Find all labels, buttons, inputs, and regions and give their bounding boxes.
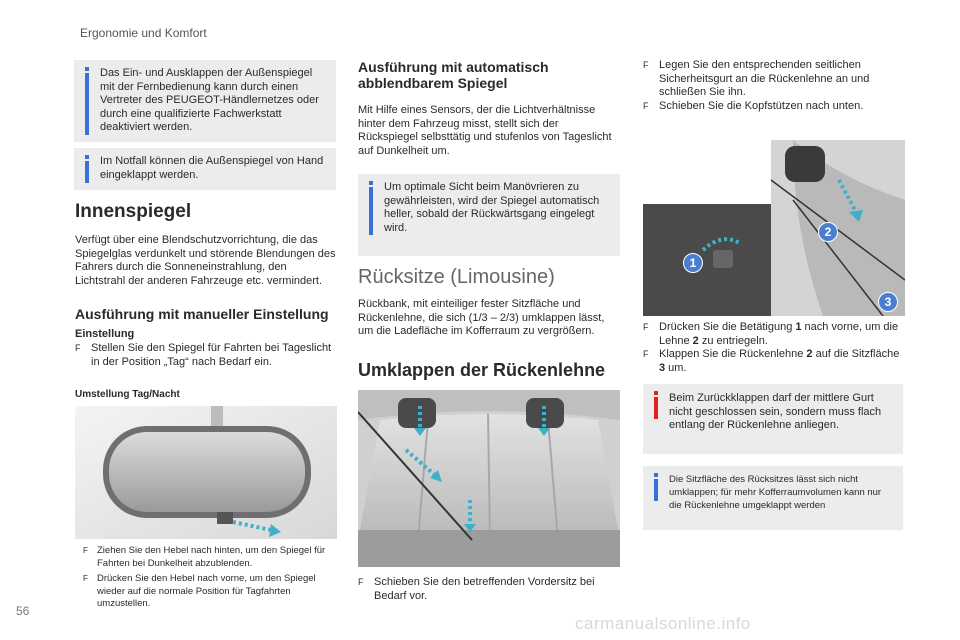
rear-seat-text: Rückbank, mit einteiliger fester Sitzflä… (358, 298, 605, 337)
daynight-label: Umstellung Tag/Nacht (75, 389, 180, 400)
step-night: F Ziehen Sie den Hebel nach hinten, um d… (83, 545, 337, 570)
step-headrest: F Schieben Sie die Kopfstützen nach unte… (643, 100, 905, 114)
step-text: Klappen Sie die Rückenlehne 2 auf die Si… (659, 348, 900, 374)
info-icon (84, 67, 91, 135)
bullet-icon: F (643, 349, 649, 359)
info-icon (368, 181, 375, 235)
warning-box-belt: Beim Zurückklappen darf der mittlere Gur… (643, 384, 903, 454)
info-text: Das Ein- und Ausklappen der Außenspiegel… (100, 67, 319, 133)
bullet-icon: F (358, 577, 364, 587)
callout-2: 2 (818, 222, 838, 242)
step-front-seat: F Schieben Sie den betreffenden Vordersi… (358, 576, 620, 603)
auto-mirror-title: Ausführung mit automatisch abblendbarem … (358, 59, 549, 91)
auto-mirror-text: Mit Hilfe eines Sensors, der die Lichtve… (358, 104, 612, 157)
step-press-control: F Drücken Sie die Betätigung 1 nach vorn… (643, 321, 905, 348)
step-day: F Drücken Sie den Hebel nach vorne, um d… (83, 573, 337, 611)
rear-seat-illustration (358, 390, 620, 567)
callout-3: 3 (878, 292, 898, 312)
step-text: Schieben Sie die Kopfstützen nach unten. (659, 100, 864, 112)
bullet-icon: F (75, 343, 81, 353)
bullet-icon: F (643, 60, 649, 70)
callout-1: 1 (683, 253, 703, 273)
step-text: Schieben Sie den betreffenden Vordersitz… (374, 576, 595, 602)
step-text: Drücken Sie die Betätigung 1 nach vorne,… (659, 321, 899, 347)
info-text: Die Sitzfläche des Rücksitzes lässt sich… (669, 474, 882, 511)
step-text: Drücken Sie den Hebel nach vorne, um den… (97, 573, 316, 609)
info-box-remote-fold: Das Ein- und Ausklappen der Außenspiegel… (74, 60, 336, 142)
bullet-icon: F (643, 322, 649, 332)
bullet-icon: F (643, 101, 649, 111)
info-text: Um optimale Sicht beim Manövrieren zu ge… (384, 181, 600, 234)
warning-text: Beim Zurückklappen darf der mittlere Gur… (669, 392, 882, 431)
info-box-reverse: Um optimale Sicht beim Manövrieren zu ge… (358, 174, 620, 256)
backrest-release-illustration (643, 140, 905, 316)
manual-title: Ausführung mit manueller Einstellung (75, 306, 329, 322)
step-text: Legen Sie den entsprechenden seitlichen … (659, 59, 870, 98)
info-box-manual-fold: Im Notfall können die Außenspiegel von H… (74, 148, 336, 190)
section-title-innenspiegel: Innenspiegel (75, 201, 192, 222)
bullet-icon: F (83, 546, 88, 555)
mirror-illustration (75, 406, 337, 539)
info-box-seat-cushion: Die Sitzfläche des Rücksitzes lässt sich… (643, 466, 903, 530)
step-text: Ziehen Sie den Hebel nach hinten, um den… (97, 545, 326, 569)
bullet-icon: F (83, 574, 88, 583)
innenspiegel-intro: Verfügt über eine Blendschutzvorrichtung… (75, 234, 336, 287)
section-header: Ergonomie und Komfort (80, 26, 207, 40)
watermark: carmanualsonline.info (575, 614, 751, 633)
section-title-umklappen: Umklappen der Rückenlehne (358, 360, 606, 380)
info-text: Im Notfall können die Außenspiegel von H… (100, 155, 324, 181)
info-icon (653, 473, 660, 501)
info-icon (84, 155, 91, 183)
section-title-ruecksitze: Rücksitze (Limousine) (358, 266, 555, 288)
page-number: 56 (16, 604, 30, 618)
step-seatbelt: F Legen Sie den entsprechenden seitliche… (643, 59, 905, 100)
einstellung-label: Einstellung (75, 328, 135, 340)
step-fold-backrest: F Klappen Sie die Rückenlehne 2 auf die … (643, 348, 905, 375)
warning-icon (653, 391, 660, 419)
step-text: Stellen Sie den Spiegel für Fahrten bei … (91, 342, 332, 368)
einstellung-step: F Stellen Sie den Spiegel für Fahrten be… (75, 342, 337, 369)
